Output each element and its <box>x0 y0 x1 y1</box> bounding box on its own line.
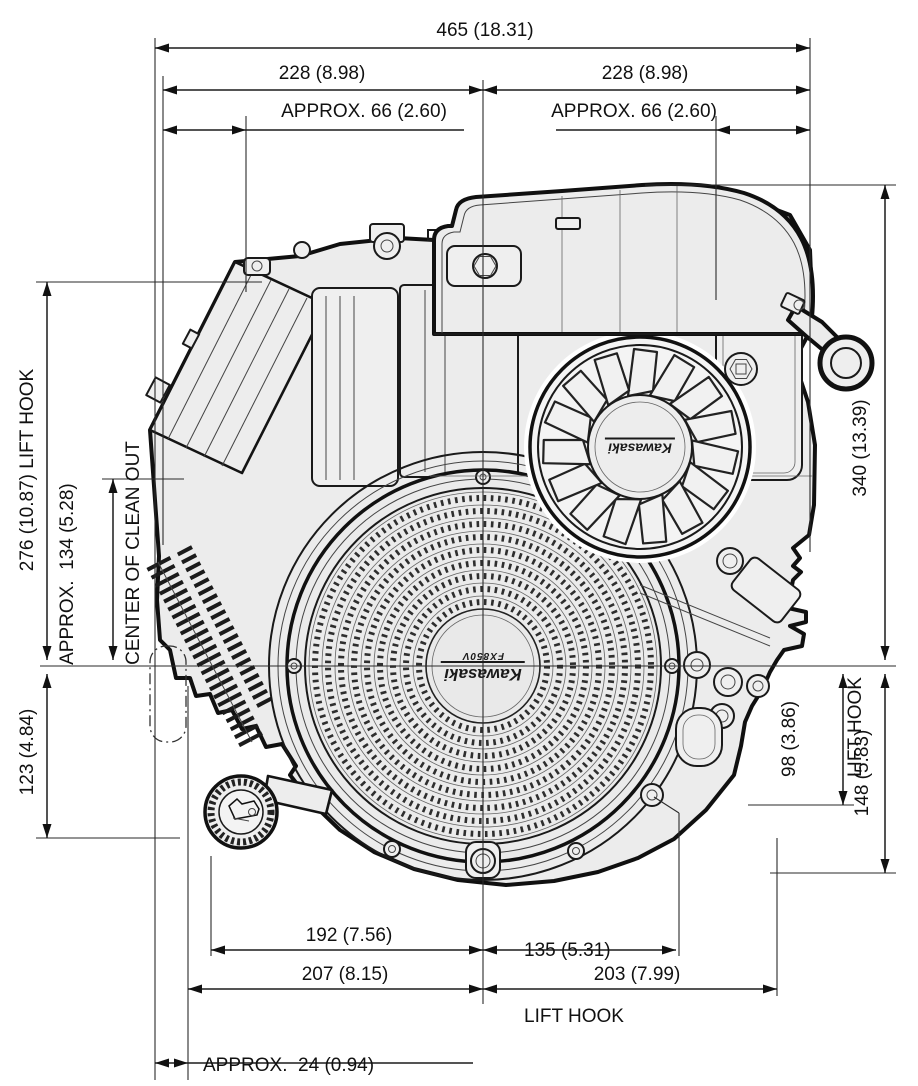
oil-filler-cap <box>203 774 334 850</box>
flywheel-brand-label: Kawasaki FX850V <box>441 650 525 684</box>
oil-can-icon <box>228 797 260 820</box>
dim-bottom-207: 207 (8.15) <box>301 964 389 985</box>
dim-bottom-203: 203 (7.99) <box>593 964 681 985</box>
cooling-fan <box>524 331 756 563</box>
dim-lift-hook-bottom: 135 (5.31) LIFT HOOK <box>524 940 624 1027</box>
dim-approx-66-left: APPROX. 66 (2.60) <box>281 101 447 122</box>
carburetor-linkage <box>639 547 802 729</box>
top-bolt <box>293 241 311 259</box>
lift-hook-bolt <box>640 783 664 807</box>
dimension-arrows <box>42 43 890 1068</box>
air-cleaner-cover <box>432 182 815 336</box>
fan-brand-label: Kawasaki <box>605 437 675 457</box>
dim-half-width-right: 228 (8.98) <box>601 63 689 84</box>
dim-approx-66-right: APPROX. 66 (2.60) <box>551 101 717 122</box>
cover-latch <box>555 217 581 230</box>
latch-plate <box>446 245 522 287</box>
intake-manifold-block <box>311 287 399 487</box>
dim-overall-width: 465 (18.31) <box>436 20 534 41</box>
dim-half-width-left: 228 (8.98) <box>278 63 366 84</box>
dim-maintenance-stroke: APPROX. 24 (0.94) MAINTENANCE STROKE <box>203 1055 375 1076</box>
intake-elbow <box>780 292 875 392</box>
dim-bottom-192: 192 (7.56) <box>305 925 393 946</box>
lift-hook-boss <box>675 707 723 767</box>
dim-right-lower: 148 (5.83) <box>852 729 873 817</box>
extension-lines <box>36 38 896 1080</box>
lift-hook-bracket <box>243 257 271 276</box>
fuel-pump <box>373 232 401 260</box>
clean-out-cover-phantom <box>149 645 187 743</box>
cover-bolt <box>724 352 758 386</box>
dim-center-of-clean-out: APPROX. 134 (5.28) CENTER OF CLEAN OUT <box>57 441 144 665</box>
dim-height-right: 340 (13.39) <box>850 399 871 497</box>
dim-left-lower: 123 (4.84) <box>17 708 38 796</box>
